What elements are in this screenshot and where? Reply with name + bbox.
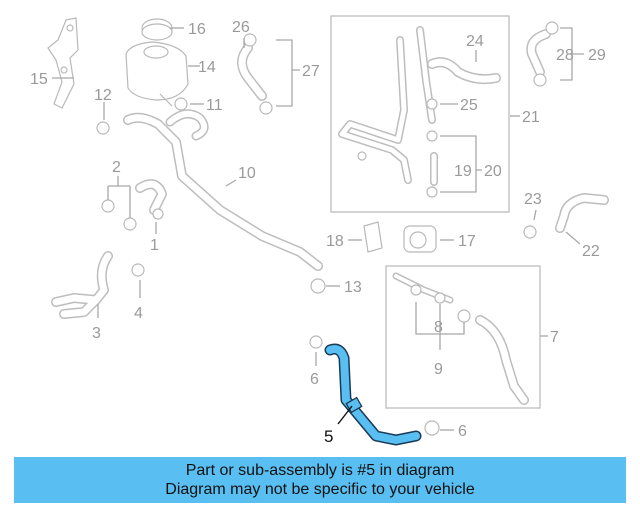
callout-14: 14 — [198, 59, 216, 76]
part-12-clamp[interactable] — [96, 121, 110, 135]
callout-5: 5 — [324, 427, 333, 446]
callout-11: 11 — [206, 97, 223, 114]
callout-10: 10 — [238, 165, 256, 182]
callout-2: 2 — [112, 159, 121, 176]
callout-28: 28 — [556, 47, 574, 64]
part-22-hose[interactable] — [555, 193, 609, 233]
callout-26: 26 — [232, 19, 250, 36]
callout-9: 9 — [434, 361, 443, 378]
part-5-hose-highlighted[interactable] — [324, 343, 422, 446]
callout-17: 17 — [458, 233, 476, 250]
callout-23: 23 — [524, 191, 542, 208]
callout-21: 21 — [522, 109, 540, 126]
callout-7: 7 — [550, 329, 559, 346]
part-16-cap[interactable] — [141, 18, 173, 41]
part-7-hose[interactable] — [392, 272, 529, 405]
group-box-21 — [330, 15, 510, 213]
part-26-clamp[interactable] — [243, 33, 273, 115]
part-13-clamp[interactable] — [310, 278, 326, 294]
callout-25: 25 — [460, 97, 478, 114]
callout-15: 15 — [30, 71, 48, 88]
part-11-clamp[interactable] — [174, 97, 188, 111]
part-1-hose[interactable] — [135, 179, 167, 215]
part-14-reservoir[interactable] — [125, 41, 189, 107]
banner-line-1: Part or sub-assembly is #5 in diagram — [185, 462, 455, 479]
part-27-hose[interactable] — [237, 43, 267, 101]
leader-5 — [337, 405, 353, 425]
banner-line-2: Diagram may not be specific to your vehi… — [165, 481, 475, 498]
callout-8: 8 — [434, 319, 443, 336]
callout-22: 22 — [582, 243, 600, 260]
part-6-clamp-lower[interactable] — [424, 420, 440, 436]
part-15-bracket[interactable] — [47, 17, 79, 109]
callout-1: 1 — [150, 237, 159, 254]
part-2-clamp[interactable] — [101, 199, 164, 231]
info-banner: Part or sub-assembly is #5 in diagram Di… — [14, 457, 626, 503]
callout-24: 24 — [466, 33, 484, 50]
part-28-hose[interactable] — [526, 21, 559, 87]
callout-29: 29 — [588, 47, 606, 64]
callout-13: 13 — [344, 279, 362, 296]
callout-6-upper: 6 — [310, 371, 319, 388]
callout-16: 16 — [188, 21, 206, 38]
part-3-hose[interactable] — [51, 251, 113, 319]
part-10-pipe[interactable] — [123, 109, 323, 271]
callout-27: 27 — [302, 63, 320, 80]
part-23-clamp[interactable] — [523, 225, 537, 239]
part-21-assembly[interactable] — [338, 26, 501, 198]
part-4-clamp[interactable] — [131, 263, 145, 277]
callout-19: 19 — [454, 163, 472, 180]
group-box-7 — [385, 265, 541, 409]
callout-20: 20 — [484, 163, 502, 180]
leader-lines — [52, 27, 584, 431]
part-18-bracket[interactable] — [363, 221, 383, 253]
callout-3: 3 — [92, 325, 101, 342]
callout-18: 18 — [326, 233, 344, 250]
callout-12: 12 — [94, 87, 112, 104]
part-6-clamp-upper[interactable] — [309, 335, 323, 349]
callout-6-lower: 6 — [458, 423, 467, 440]
callout-4: 4 — [134, 305, 143, 322]
part-17-pump[interactable] — [403, 225, 437, 253]
